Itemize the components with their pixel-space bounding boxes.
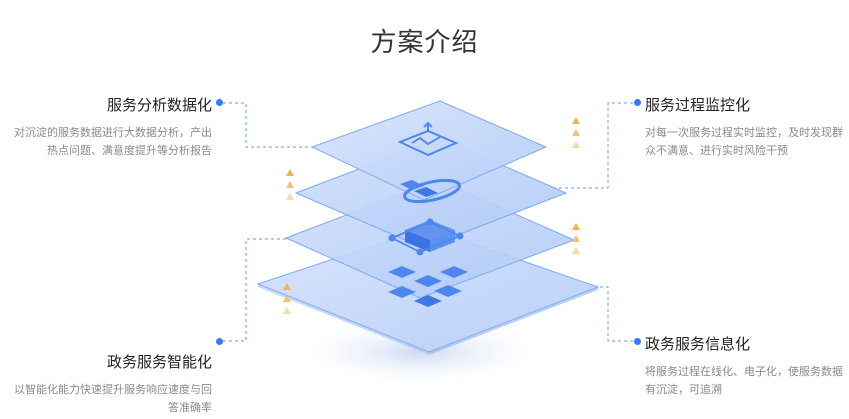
connector-dot — [216, 99, 223, 106]
page-title: 方案介绍 — [370, 28, 479, 58]
chart-icon — [397, 121, 459, 157]
feature-desc: 将服务过程在线化、电子化，使服务数据有沉淀，可追溯 — [645, 365, 843, 396]
feature-title: 服务分析数据化 — [106, 96, 212, 114]
feature-title: 政务服务信息化 — [645, 335, 751, 353]
feature-desc: 对沉淀的服务数据进行大数据分析，产出热点问题、满意度提升等分析报告 — [14, 126, 212, 157]
feature-analysis: 服务分析数据化 对沉淀的服务数据进行大数据分析，产出热点问题、满意度提升等分析报… — [12, 94, 212, 160]
network-icon — [388, 218, 464, 256]
feature-desc: 对每一次服务过程实时监控，及时发现群众不满意、进行实时风险干预 — [645, 126, 843, 157]
feature-intelligent: 政务服务智能化 以智能化能力快速提升服务响应速度与回答准确率 — [12, 351, 212, 417]
feature-information: 政务服务信息化 将服务过程在线化、电子化，使服务数据有沉淀，可追溯 — [645, 333, 845, 399]
connector-lines — [223, 102, 633, 342]
connector-dot — [634, 338, 641, 345]
feature-title: 服务过程监控化 — [645, 96, 751, 114]
feature-desc: 以智能化能力快速提升服务响应速度与回答准确率 — [14, 383, 212, 414]
up-arrows-icon — [283, 283, 291, 314]
feature-title: 政务服务智能化 — [106, 353, 212, 371]
feature-monitor: 服务过程监控化 对每一次服务过程实时监控，及时发现群众不满意、进行实时风险干预 — [645, 94, 845, 160]
connector-dot — [634, 99, 641, 106]
connector-dot — [216, 338, 223, 345]
radar-icon — [400, 178, 461, 204]
layer-1 — [310, 100, 548, 201]
up-arrows-icon — [286, 169, 294, 200]
up-arrows-icon — [572, 117, 580, 148]
up-arrows-icon — [572, 223, 580, 254]
stack-shadow — [305, 322, 535, 382]
grid-icon — [388, 266, 468, 307]
